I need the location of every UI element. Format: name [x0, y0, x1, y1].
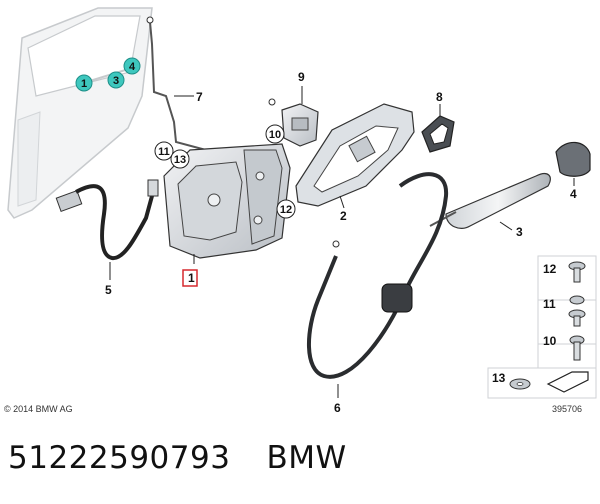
part-12-label: 12: [276, 199, 296, 219]
legend-label-13: 13: [492, 371, 506, 385]
part-5-wiring-harness: [55, 179, 159, 280]
part-3-door-handle: [429, 173, 551, 231]
legend-label-10: 10: [543, 334, 557, 348]
screw-icon: [568, 261, 586, 283]
washer-icon: [509, 378, 531, 390]
part-8-label: 8: [436, 90, 443, 104]
part-11-label: 11: [154, 141, 174, 161]
svg-text:12: 12: [280, 204, 292, 216]
part-9-label: 9: [298, 70, 305, 84]
image-number: 395706: [552, 404, 582, 414]
part-10-label: 10: [265, 124, 285, 144]
parts-diagram: 1 3 4: [4, 7, 597, 415]
part-5-label: 5: [105, 283, 112, 297]
part-8-seal: [421, 104, 455, 153]
part-3-label: 3: [516, 225, 523, 239]
part-13-label: 13: [170, 149, 190, 169]
svg-text:13: 13: [174, 154, 186, 166]
brand-name: BMW: [266, 440, 347, 476]
arrow-icon: [546, 371, 589, 393]
part-4-cover-cap: [555, 141, 591, 186]
part-9-striker: [268, 86, 319, 147]
part-number: 51222590793: [8, 440, 231, 476]
part-2-label: 2: [340, 209, 347, 223]
part-1-label: 1: [188, 271, 195, 285]
svg-text:11: 11: [158, 146, 170, 158]
copyright-text: © 2014 BMW AG: [4, 404, 73, 414]
legend-label-11: 11: [543, 297, 556, 311]
svg-text:3: 3: [113, 75, 119, 87]
door-callout-1: 1: [75, 74, 93, 92]
legend-label-12: 12: [543, 262, 557, 276]
part-6-bowden-cable: [307, 172, 449, 398]
part-7-label: 7: [196, 90, 203, 104]
bolt-icon: [568, 295, 586, 327]
door-callout-4: 4: [123, 57, 141, 75]
door-illustration: [7, 7, 153, 219]
svg-text:10: 10: [269, 129, 281, 141]
screw-icon: [569, 335, 585, 361]
part-2-carrier: [295, 103, 415, 209]
fastener-legend-panel: 12 11 10 13: [487, 255, 597, 399]
door-callout-3: 3: [107, 71, 125, 89]
svg-text:4: 4: [129, 61, 136, 73]
part-4-label: 4: [570, 187, 577, 201]
svg-text:1: 1: [81, 78, 87, 90]
part-1-door-lock: [163, 143, 291, 264]
footer-caption: 51222590793 BMW: [8, 440, 347, 476]
part-7-rod: [146, 16, 207, 151]
part-6-label: 6: [334, 401, 341, 415]
part-1-highlight: [182, 269, 198, 287]
